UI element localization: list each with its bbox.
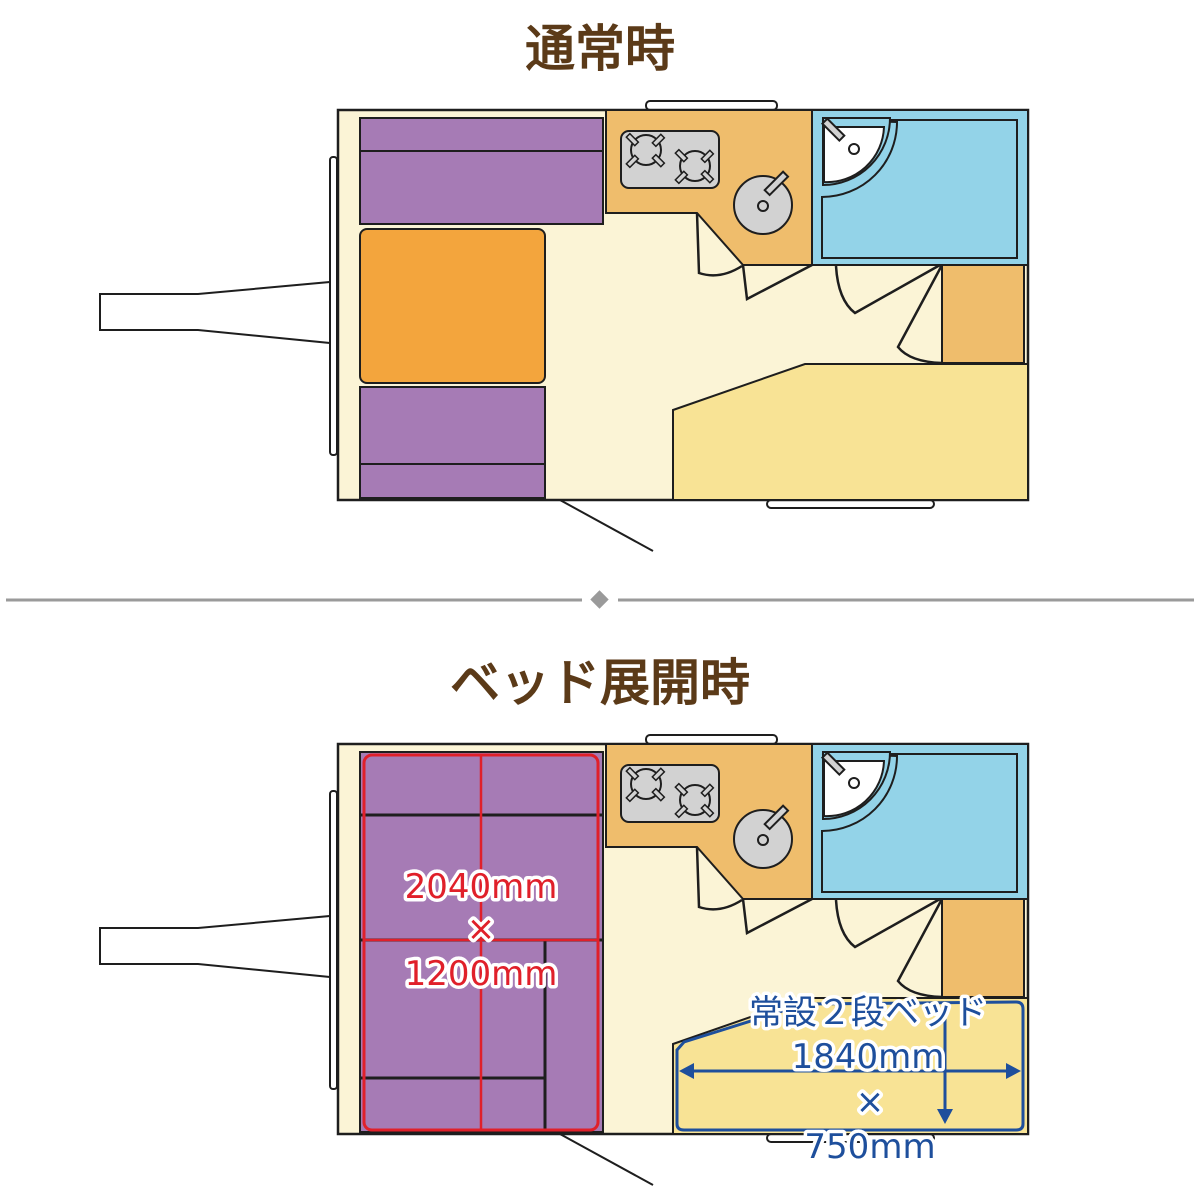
bunk-bed-name: 常設２段ベッド: [749, 993, 987, 1033]
bunk-bed-dimensions: 常設２段ベッド 1840mm × 750mm: [746, 990, 991, 1171]
main-bed: [359, 751, 604, 1133]
main-bed-times: ×: [467, 909, 496, 949]
title-bed-mode: ベッド展開時: [450, 654, 750, 712]
seat-front: [359, 117, 604, 225]
plan-normal: [98, 99, 1030, 553]
main-bed-length: 2040mm: [405, 867, 558, 907]
section-divider: [6, 590, 1194, 609]
bunk-bed-outline: [675, 1000, 1025, 1132]
title-normal: 通常時: [525, 20, 675, 78]
dining-table: [359, 228, 546, 384]
main-bed-width: 1200mm: [405, 954, 558, 994]
main-bed-dimensions: 2040mm × 1200mm: [401, 864, 561, 998]
plan-bed-mode: [98, 733, 1030, 1187]
bunk-bed-length: 1840mm: [792, 1037, 945, 1077]
seat-rear: [359, 386, 546, 499]
bunk-bed-times: ×: [856, 1082, 885, 1122]
bunk-bed-width: 750mm: [804, 1127, 935, 1167]
